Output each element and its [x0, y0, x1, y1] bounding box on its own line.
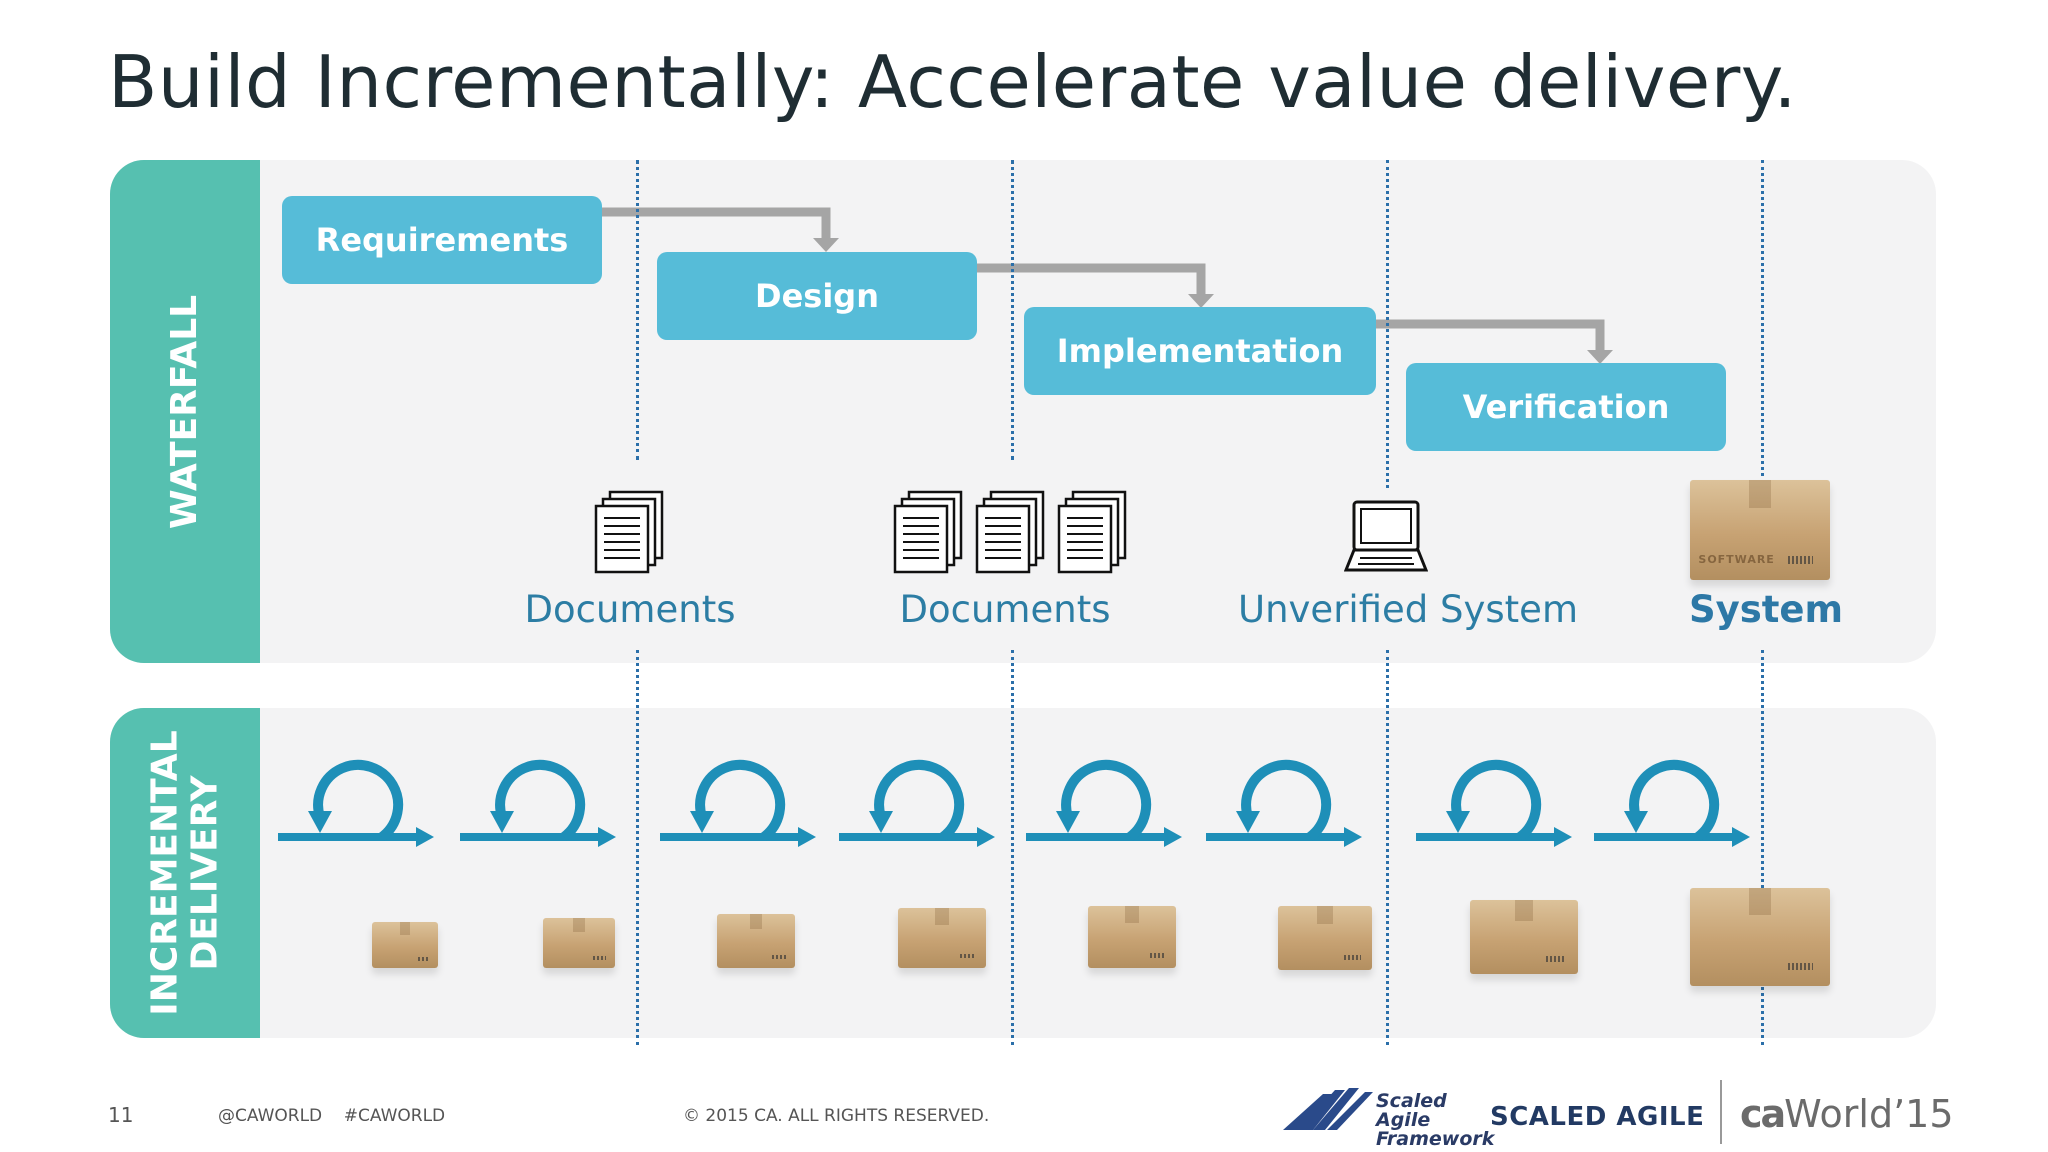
iteration-cycle-icon [1026, 765, 1182, 847]
software-box-icon [898, 908, 986, 968]
ca-world-15-logo: caWorld’15 [1740, 1092, 1954, 1136]
iteration-cycle-icon [1416, 765, 1572, 847]
artifact-label-documents-1: Documents [524, 588, 736, 631]
artifact-label-unverified-system: Unverified System [1238, 588, 1578, 631]
connector-arrowhead [1188, 294, 1214, 308]
document-stack-icon [893, 490, 963, 574]
connector-requirements-design [600, 207, 831, 240]
phase-verification: Verification [1406, 363, 1726, 451]
slide-title: Build Incrementally: Accelerate value de… [108, 40, 1798, 124]
timeline-divider-1-bottom [636, 650, 639, 1045]
footer-copyright: © 2015 CA. ALL RIGHTS RESERVED. [683, 1106, 990, 1126]
timeline-divider-2-top [1011, 160, 1014, 460]
laptop-icon [1344, 500, 1428, 572]
software-box-icon [1690, 888, 1830, 986]
scaled-agile-wordmark: SCALED AGILE [1490, 1102, 1705, 1132]
timeline-divider-2-bottom [1011, 650, 1014, 1045]
iteration-cycle-icon [1206, 765, 1362, 847]
software-box-icon [1278, 906, 1372, 970]
timeline-divider-1-top [636, 160, 639, 460]
connector-implementation-verification [1370, 319, 1605, 352]
document-stack-icon [975, 490, 1045, 574]
footer-divider [1720, 1080, 1722, 1144]
phase-implementation: Implementation [1024, 307, 1376, 395]
iteration-cycle-icon [660, 765, 816, 847]
footer-social-handles: @CAWORLD #CAWORLD [218, 1106, 446, 1126]
phase-design: Design [657, 252, 977, 340]
iteration-cycle-icon [839, 765, 995, 847]
scaled-agile-framework-wordmark: Scaled Agile Framework [1376, 1090, 1495, 1150]
timeline-divider-3-bottom [1386, 650, 1389, 1045]
connector-arrowhead [1587, 350, 1613, 364]
document-stack-icon [594, 490, 664, 574]
waterfall-side-bar: WATERFALL [110, 160, 260, 663]
phase-requirements: Requirements [282, 196, 602, 284]
scaled-agile-framework-logo-icon [1283, 1088, 1373, 1130]
timeline-divider-3-top [1386, 160, 1389, 488]
software-box-icon [543, 918, 615, 968]
page-number: 11 [108, 1103, 134, 1127]
document-stack-icon [1057, 490, 1127, 574]
software-box-icon [1088, 906, 1176, 968]
iteration-cycle-icon [460, 765, 616, 847]
timeline-divider-4-bottom [1761, 650, 1764, 1045]
iteration-cycle-icon [1594, 765, 1750, 847]
software-box-icon: SOFTWARE [1690, 480, 1830, 580]
iteration-cycle-icon [278, 765, 434, 847]
timeline-divider-4-top [1761, 160, 1764, 476]
artifact-label-documents-2: Documents [899, 588, 1111, 631]
software-box-icon [717, 914, 795, 968]
incremental-panel: INCREMENTAL DELIVERY [110, 708, 1936, 1038]
connector-design-implementation [976, 263, 1206, 296]
software-box-icon [1470, 900, 1578, 974]
incremental-side-bar: INCREMENTAL DELIVERY [110, 708, 260, 1038]
software-box-icon [372, 922, 438, 968]
artifact-label-system: System [1688, 588, 1844, 631]
connector-arrowhead [813, 238, 839, 252]
